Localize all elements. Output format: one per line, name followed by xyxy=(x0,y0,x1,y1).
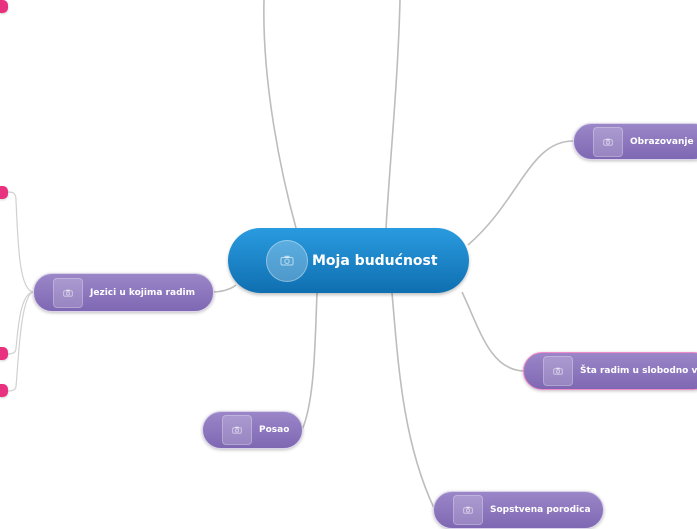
topic-label: Šta radim u slobodno vr xyxy=(580,366,697,376)
topic-label: Obrazovanje xyxy=(630,136,694,147)
connector-up-right xyxy=(385,0,401,229)
leaf-node[interactable] xyxy=(0,384,8,397)
topic-posao[interactable]: Posao xyxy=(202,411,303,449)
leaf-node[interactable] xyxy=(0,186,8,199)
topic-obrazovanje[interactable]: Obrazovanje xyxy=(573,123,697,160)
connector-slobodno xyxy=(461,291,525,372)
camera-icon xyxy=(453,495,483,525)
camera-icon xyxy=(222,415,252,445)
connector-leaf-3 xyxy=(7,291,35,392)
camera-icon xyxy=(266,239,308,282)
central-topic[interactable]: Moja budućnost xyxy=(228,228,469,293)
topic-porodica[interactable]: Sopstvena porodica xyxy=(433,491,604,529)
leaf-node[interactable] xyxy=(0,347,8,360)
topic-label: Jezici u kojima radim xyxy=(90,287,195,298)
topic-jezici[interactable]: Jezici u kojima radim xyxy=(33,273,214,312)
topic-label: Posao xyxy=(259,425,290,435)
leaf-node[interactable] xyxy=(0,0,8,13)
central-topic-label: Moja budućnost xyxy=(312,252,438,269)
connector-jezici xyxy=(211,284,237,293)
connector-leaf-1 xyxy=(7,191,35,293)
topic-label: Sopstvena porodica xyxy=(490,505,591,515)
camera-icon xyxy=(543,356,573,386)
topic-slobodno[interactable]: Šta radim u slobodno vr xyxy=(523,352,697,390)
connector-porodica xyxy=(391,292,435,509)
connector-posao xyxy=(301,292,318,431)
connector-up-left xyxy=(263,0,297,229)
camera-icon xyxy=(53,277,83,308)
camera-icon xyxy=(593,126,623,157)
connector-leaf-2 xyxy=(7,291,35,355)
connector-obrazovanje xyxy=(467,140,575,246)
